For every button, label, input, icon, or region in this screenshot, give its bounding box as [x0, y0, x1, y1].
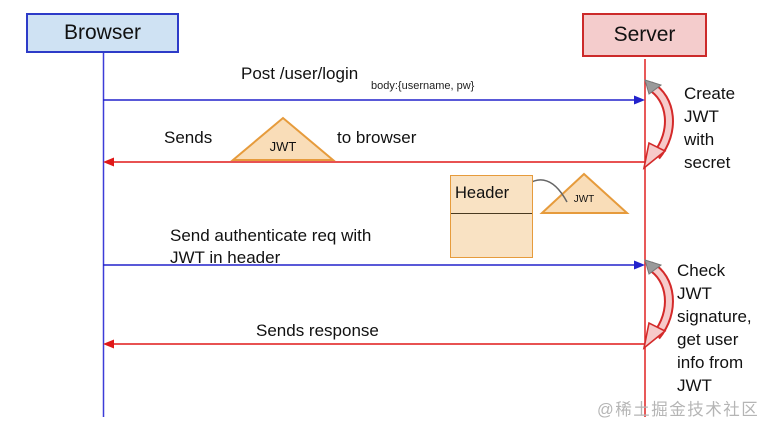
jwt-triangle-small-icon: [539, 172, 630, 214]
create-jwt-annotation: Create JWT with secret: [684, 84, 736, 172]
auth-request-arrow: [103, 260, 645, 270]
jwt-triangle-label: JWT: [269, 139, 297, 154]
actor-browser-box: Browser: [26, 13, 179, 53]
check-jwt-curved-arrow: [642, 259, 674, 351]
actor-server-label: Server: [613, 23, 676, 46]
auth-request-label: Send authenticate req with JWT in header: [170, 226, 372, 267]
actor-server-box: Server: [582, 13, 707, 57]
header-box: Header: [450, 175, 533, 258]
check-jwt-annotation: Check JWT signature, get user info from …: [677, 261, 752, 395]
create-jwt-curved-arrow: [642, 79, 674, 171]
response-arrow: [103, 339, 645, 349]
send-jwt-suffix-label: to browser: [337, 128, 417, 147]
login-body-label: body:{username, pw}: [371, 80, 475, 92]
login-request-label: Post /user/login: [241, 64, 359, 83]
actor-browser-label: Browser: [63, 21, 142, 44]
send-jwt-prefix-label: Sends: [164, 128, 213, 147]
send-jwt-arrow: [103, 157, 645, 167]
login-request-arrow: [103, 95, 645, 105]
watermark: @稀土掘金技术社区: [597, 401, 760, 419]
header-box-title: Header: [451, 176, 532, 214]
jwt-triangle-small-label: JWT: [573, 194, 595, 205]
jwt-triangle-icon: [230, 116, 336, 161]
response-label: Sends response: [256, 321, 379, 340]
